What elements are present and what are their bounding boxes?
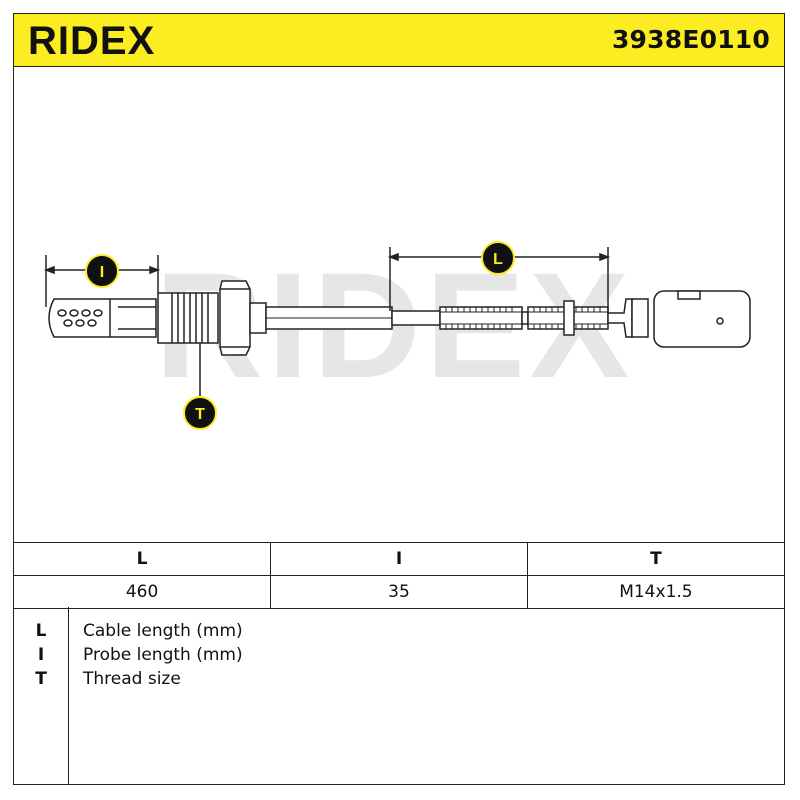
spec-header-t: T	[526, 542, 784, 576]
brand-logo-text: RIDEX	[28, 19, 155, 61]
connector-pin	[716, 317, 724, 325]
spec-value-i: 35	[270, 575, 528, 609]
spec-table: L I T 460 35 M14x1.5	[14, 542, 784, 609]
legend-key: T	[35, 669, 47, 689]
callout-l: L	[481, 241, 515, 275]
legend-divider	[68, 607, 69, 784]
hex-nut	[219, 280, 251, 356]
legend-row-t: T Thread size	[14, 667, 784, 691]
dim-i-arrow-right	[149, 265, 161, 275]
callout-i-label: I	[100, 264, 104, 281]
legend-description: Thread size	[83, 669, 181, 689]
legend: L Cable length (mm) I Probe length (mm) …	[14, 607, 784, 784]
technical-drawing: RIDEX	[14, 67, 784, 542]
callout-i: I	[85, 254, 119, 288]
spec-header-i: I	[270, 542, 528, 576]
technical-sheet: RIDEX 3938E0110 RIDEX	[13, 13, 785, 785]
cable-clip	[563, 300, 575, 336]
collar	[249, 302, 267, 334]
spec-table-value-row: 460 35 M14x1.5	[14, 575, 784, 609]
legend-description: Probe length (mm)	[83, 645, 243, 665]
probe-holes	[57, 309, 103, 327]
callout-l-label: L	[493, 251, 503, 268]
dim-l-arrow-right	[599, 252, 611, 262]
dim-l-arrow-left	[387, 252, 399, 262]
spec-header-l: L	[14, 542, 272, 576]
legend-description: Cable length (mm)	[83, 621, 243, 641]
callout-t-label: T	[195, 406, 205, 423]
legend-row-i: I Probe length (mm)	[14, 643, 784, 667]
legend-key: I	[37, 645, 45, 665]
thread-body	[157, 292, 219, 344]
probe-tip	[48, 298, 157, 338]
legend-key: L	[35, 621, 47, 641]
sensor-drawing	[43, 247, 751, 397]
connector-collar	[631, 298, 649, 338]
header-bar: RIDEX 3938E0110	[14, 14, 784, 67]
connector-plug	[653, 290, 751, 348]
cable-gap	[521, 311, 529, 325]
part-number: 3938E0110	[611, 25, 770, 54]
callout-t: T	[183, 396, 217, 430]
connector-latch	[677, 290, 701, 300]
corrugation-1	[440, 307, 522, 329]
spec-table-header-row: L I T	[14, 542, 784, 576]
legend-row-l: L Cable length (mm)	[14, 619, 784, 643]
spec-value-l: 460	[14, 575, 272, 609]
thread-lines	[171, 293, 209, 343]
brand-logo: RIDEX	[28, 19, 198, 65]
cable-start	[391, 310, 441, 326]
dim-i-arrow-left	[43, 265, 55, 275]
spec-value-t: M14x1.5	[526, 575, 784, 609]
